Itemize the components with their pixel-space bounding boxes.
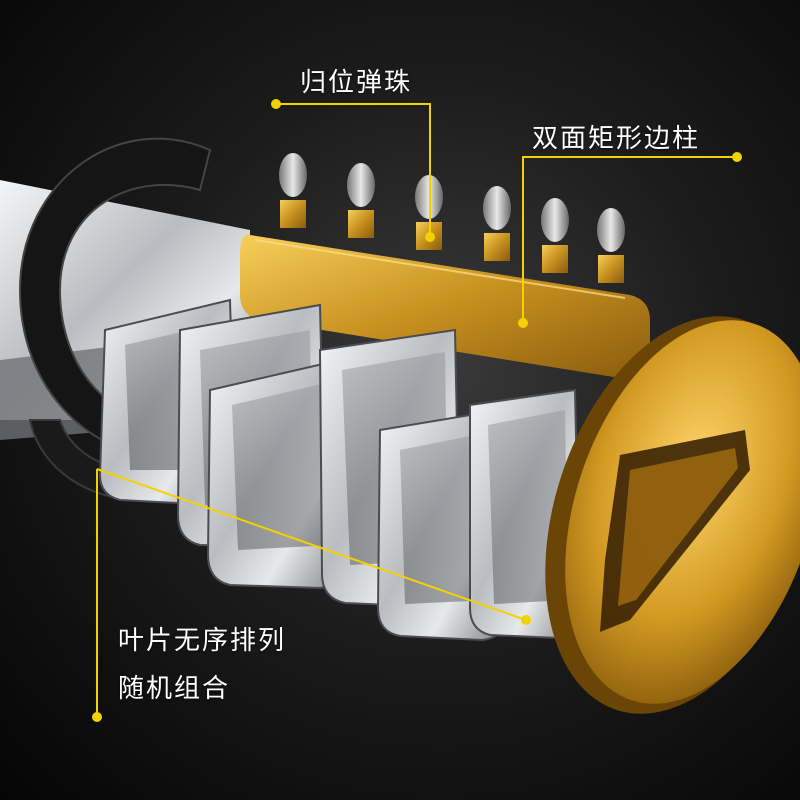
pin-1 xyxy=(279,153,307,228)
callout-line-sidebar xyxy=(522,156,737,323)
callout-line-pins xyxy=(276,103,431,237)
callout-dots xyxy=(92,99,742,722)
callout-dot-wafer xyxy=(521,615,531,625)
return-pin-label: 归位弹珠 xyxy=(300,68,413,98)
wafer-arrangement-label: 叶片无序排列 xyxy=(118,626,287,656)
callout-dot-bottom xyxy=(92,712,102,722)
brass-sidebar xyxy=(240,234,650,379)
pin-2 xyxy=(347,163,375,238)
callout-dot-right xyxy=(732,152,742,162)
cylinder-face xyxy=(545,316,800,714)
pin-5 xyxy=(541,198,569,273)
callout-dot-sidebar xyxy=(518,318,528,328)
callout-dot-pin xyxy=(425,232,435,242)
random-combination-label: 随机组合 xyxy=(118,674,231,704)
sidebar-label: 双面矩形边柱 xyxy=(532,124,701,154)
pin-6 xyxy=(597,208,625,283)
callout-lines xyxy=(96,103,737,717)
pin-4 xyxy=(483,186,511,261)
callout-dot-top-left xyxy=(271,99,281,109)
callout-line-wafers-diagonal xyxy=(96,468,527,621)
return-pins xyxy=(279,153,625,283)
